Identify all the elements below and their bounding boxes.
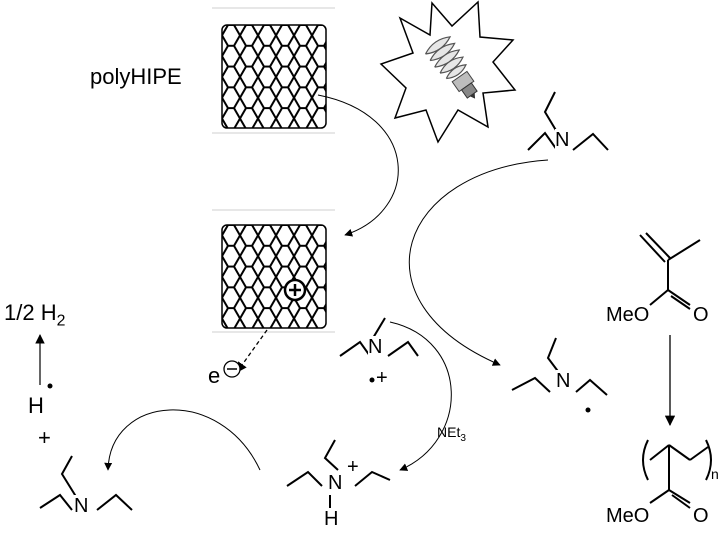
polyhipe-block-hole [212, 209, 335, 333]
arrow-amine-oxidation [408, 159, 549, 366]
arrow-nEt3-deprotonation [389, 321, 452, 471]
monomer-o: O [693, 304, 709, 326]
half-h2-subscript: 2 [56, 312, 66, 330]
ammonium-h: H [324, 508, 339, 530]
amine-bottom-n: N [74, 495, 89, 518]
radical-dot-1 [369, 377, 375, 383]
pmma-polymer [642, 439, 712, 509]
reagent-subscript: 3 [460, 432, 466, 444]
polymer-meo: MeO [606, 505, 650, 527]
amine-radical-cation-n: N [368, 336, 383, 359]
arrow-polyhipe-to-excited [317, 94, 399, 237]
ammonium-n: N [328, 472, 343, 495]
ammonium-charge: + [347, 456, 359, 478]
polymer-o: O [693, 505, 709, 527]
positive-charge-icon [283, 278, 307, 302]
electron-label: e [208, 363, 221, 388]
amine-radical-n: N [556, 370, 571, 393]
half-h2-prefix: 1/2 H [4, 300, 57, 325]
compact-fluorescent-lamp-icon [424, 36, 478, 99]
triethylamine-bottom [39, 455, 133, 511]
amine-top-n: N [555, 129, 570, 152]
polyhipe-block-top [212, 7, 335, 134]
polyhipe-label: polyHIPE [90, 64, 182, 89]
plus-sign: + [38, 425, 51, 450]
arrow-hydrogen-transfer [104, 409, 261, 471]
reagent-label: NEt3 [437, 424, 466, 444]
radical-dot-2 [585, 407, 591, 413]
reagent-prefix: NEt [437, 424, 461, 440]
monomer-meo: MeO [606, 304, 650, 326]
amine-radical-cation-charge: + [376, 367, 388, 389]
hydrogen-radical-label: H [28, 393, 44, 418]
mma-monomer [639, 232, 701, 310]
negative-charge-icon [223, 360, 241, 378]
hydrogen-radical-dot [47, 383, 53, 389]
half-h2-label: 1/2 H2 [4, 300, 65, 330]
ammonium-ion [286, 439, 391, 508]
light-source [379, 0, 517, 144]
electron-release-arrow [236, 329, 268, 373]
repeat-unit-n: n [711, 466, 719, 482]
